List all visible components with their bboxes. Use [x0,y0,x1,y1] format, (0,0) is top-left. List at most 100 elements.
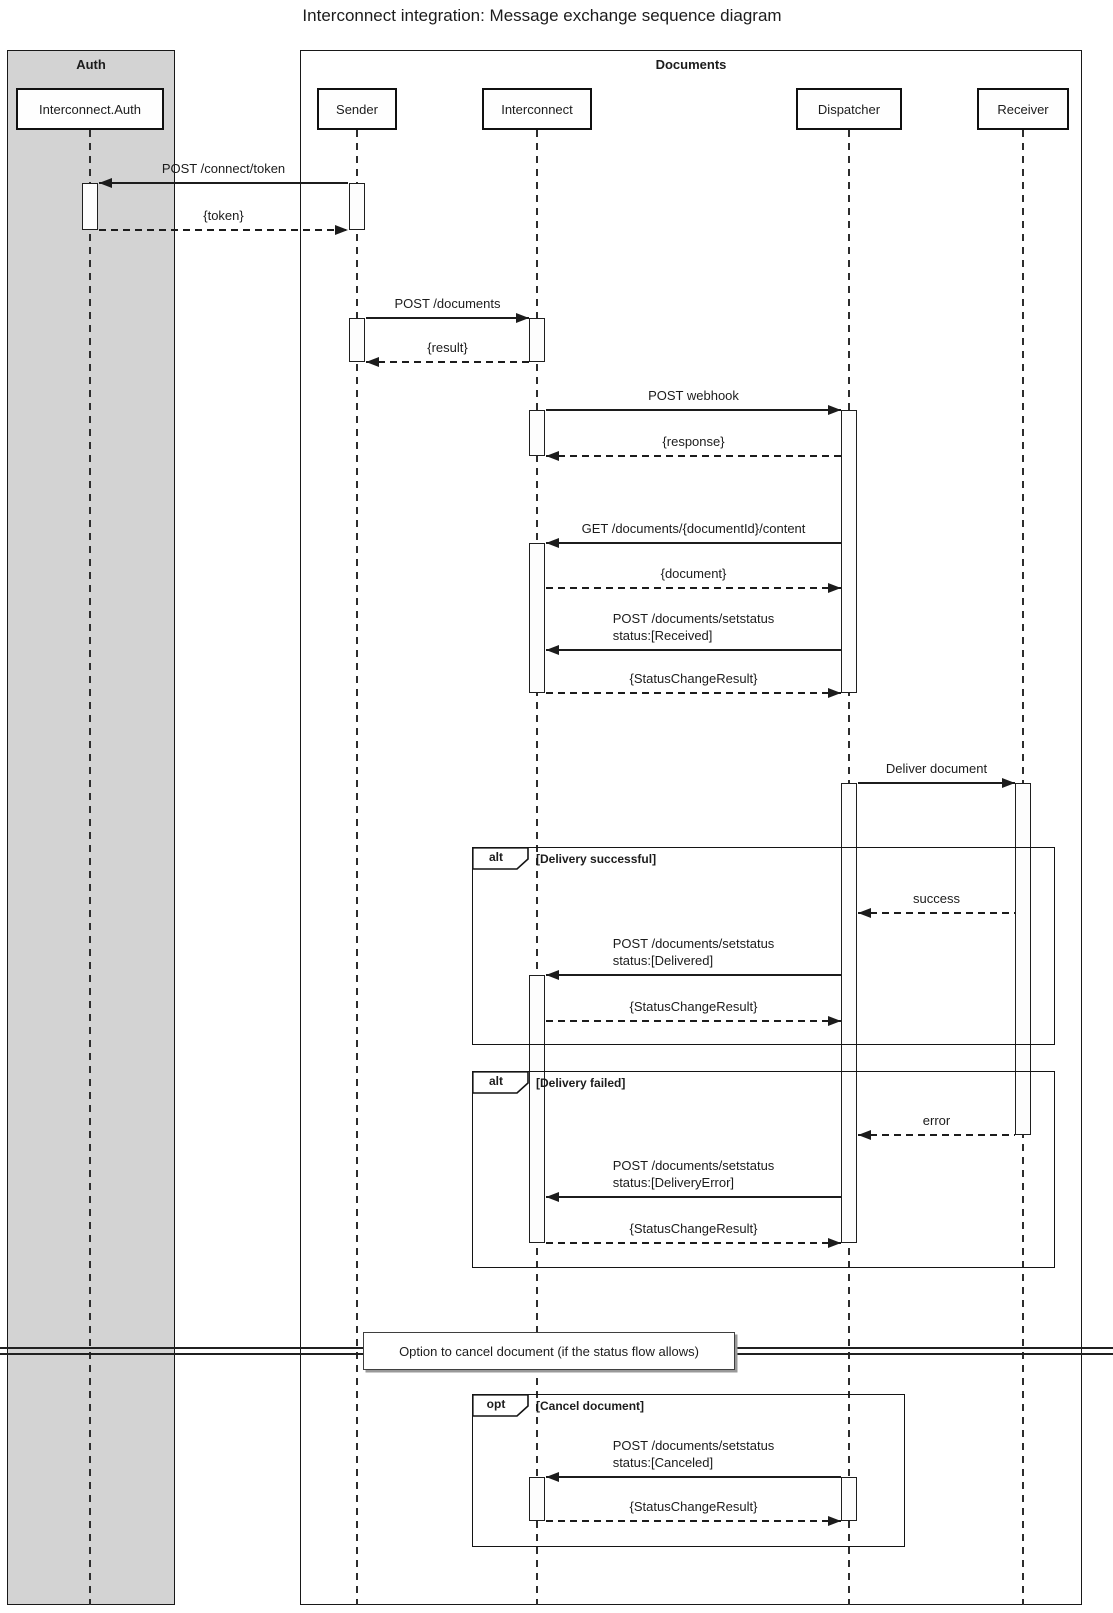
arrowhead-icon [828,582,841,593]
participant-label: Dispatcher [817,101,881,117]
message-label: POST /documents/setstatus status:[Delive… [612,936,775,968]
message-label: POST /documents/setstatus status:[Cancel… [612,1438,775,1470]
message-label: {StatusChangeResult} [629,999,758,1014]
message-label: {StatusChangeResult} [629,1221,758,1236]
message-line [546,587,841,589]
participant-box-sender: Sender [317,88,397,130]
message-label: POST /documents/setstatus status:[Delive… [612,1158,775,1190]
participant-label: Receiver [997,101,1049,117]
arrowhead-icon [828,1515,841,1526]
fragment-guard: [Cancel document] [536,1399,645,1413]
message-line [546,649,841,651]
message-line [546,974,841,976]
participant-box-dispatcher: Dispatcher [796,88,902,130]
fragment-operator: alt [488,1074,503,1088]
message-line [366,317,529,319]
message-line [546,455,841,457]
arrowhead-icon [828,1015,841,1026]
fragment-guard: [Delivery successful] [536,852,657,866]
message-line [858,782,1015,784]
activation-bar [1014,783,1032,1135]
lifeline-sender [356,130,358,1605]
arrowhead-icon [828,404,841,415]
participant-box-interconnect: Interconnect [482,88,592,130]
activation-bar [840,1477,858,1521]
message-line [858,1134,1015,1136]
message-label: {token} [203,208,244,223]
message-label: error [922,1113,951,1128]
message-label: {document} [660,566,727,581]
arrowhead-icon [546,644,559,655]
message-line [546,1020,841,1022]
arrowhead-icon [858,907,871,918]
participant-label: Sender [336,101,378,117]
arrowhead-icon [858,1129,871,1140]
divider-label-box: Option to cancel document (if the status… [363,1332,735,1370]
message-label: {response} [662,434,725,449]
message-line [546,1242,841,1244]
arrowhead-icon [366,356,379,367]
message-line [858,912,1015,914]
activation-bar [348,318,366,362]
participant-label: Interconnect.Auth [39,101,141,117]
arrowhead-icon [828,1237,841,1248]
message-line [546,1196,841,1198]
message-label: {StatusChangeResult} [629,671,758,686]
arrowhead-icon [99,177,112,188]
activation-bar [528,1477,546,1521]
arrowhead-icon [1002,777,1015,788]
fragment-operator: alt [488,850,503,864]
message-line [546,692,841,694]
participant-label: Interconnect [501,101,573,117]
fragment-guard: [Delivery failed] [536,1076,626,1090]
activation-bar [528,543,546,693]
activation-bar [840,410,858,693]
activation-bar [348,183,366,230]
arrowhead-icon [546,450,559,461]
lifeline-interconnect [536,130,538,1605]
arrowhead-icon [516,312,529,323]
diagram-title: Interconnect integration: Message exchan… [302,6,782,25]
arrowhead-icon [546,1191,559,1202]
fragment-pentagon [472,1071,529,1094]
message-line [546,409,841,411]
lifeline-interconnect-auth [89,130,91,1605]
message-label: success [913,891,960,906]
frame-auth [7,50,175,1605]
message-line [546,1476,841,1478]
fragment-pentagon [472,847,529,870]
arrowhead-icon [546,537,559,548]
message-label: POST /documents/setstatus status:[Receiv… [612,611,775,643]
message-label: GET /documents/{documentId}/content [581,521,806,536]
arrowhead-icon [546,1471,559,1482]
activation-bar [528,975,546,1243]
message-label: POST webhook [648,388,739,403]
message-line [366,361,529,363]
arrowhead-icon [546,969,559,980]
fragment-frame-alt-1 [472,1071,1055,1268]
activation-bar [81,183,99,230]
message-label: POST /connect/token [161,161,286,176]
message-line [546,542,841,544]
frame-documents [300,50,1082,1605]
fragment-operator: opt [486,1397,506,1411]
frame-auth-title: Auth [76,57,106,72]
message-label: POST /documents [394,296,501,311]
message-label: {result} [427,340,468,355]
message-line [99,182,348,184]
message-label: Deliver document [885,761,988,776]
message-label: {StatusChangeResult} [629,1499,758,1514]
fragment-frame-alt-0 [472,847,1055,1045]
activation-bar [840,783,858,1243]
message-line [546,1520,841,1522]
participant-box-receiver: Receiver [977,88,1069,130]
activation-bar [528,318,546,362]
fragment-frame-opt-2 [472,1394,905,1547]
activation-bar [528,410,546,456]
arrowhead-icon [828,687,841,698]
arrowhead-icon [335,224,348,235]
participant-box-interconnect-auth: Interconnect.Auth [16,88,164,130]
frame-documents-title: Documents [655,57,727,72]
fragment-pentagon [472,1394,529,1417]
